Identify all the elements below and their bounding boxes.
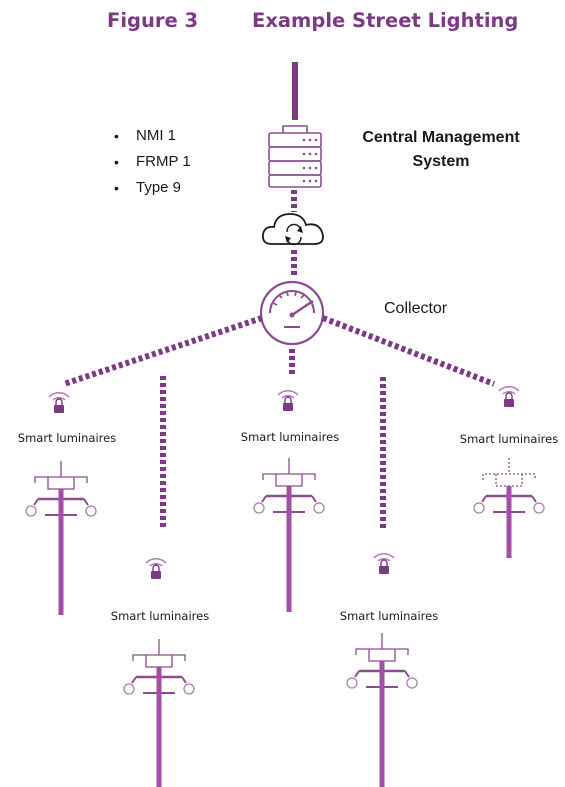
street-light-pole-5 — [473, 458, 545, 558]
wifi-lock-icon — [145, 558, 167, 579]
link-luminaire-1 — [63, 315, 263, 387]
luminaire-label: Smart luminaires — [110, 609, 210, 623]
central-management-label: Central Management System — [336, 126, 546, 174]
central-management-line2: System — [412, 153, 470, 170]
link-luminaire-5 — [321, 315, 496, 387]
gauge-icon — [259, 280, 325, 346]
street-light-pole-1 — [25, 461, 97, 615]
luminaire-label: Smart luminaires — [17, 431, 117, 445]
cloud-sync-icon — [262, 213, 324, 246]
figure-number: Figure 3 — [107, 9, 199, 32]
luminaire-label: Smart luminaires — [459, 432, 559, 446]
central-management-line1: Central Management — [362, 129, 520, 146]
wifi-lock-icon — [498, 386, 520, 407]
meter-info-list: NMI 1 FRMP 1 Type 9 — [114, 123, 191, 201]
luminaire-label: Smart luminaires — [339, 609, 439, 623]
luminaire-label: Smart luminaires — [240, 430, 340, 444]
wifi-lock-icon — [48, 392, 70, 413]
street-light-pole-4 — [346, 633, 418, 787]
collector-links — [63, 315, 496, 530]
street-light-pole-3 — [253, 458, 325, 612]
bullet-item: NMI 1 — [114, 123, 191, 149]
bullet-item: FRMP 1 — [114, 149, 191, 175]
street-light-pole-2 — [123, 639, 195, 787]
wifi-lock-icon — [373, 553, 395, 574]
figure-title: Example Street Lighting — [252, 9, 519, 32]
bullet-item: Type 9 — [114, 175, 191, 201]
wifi-lock-icon — [277, 390, 299, 411]
collector-label: Collector — [384, 300, 448, 317]
server-icon — [268, 125, 322, 188]
